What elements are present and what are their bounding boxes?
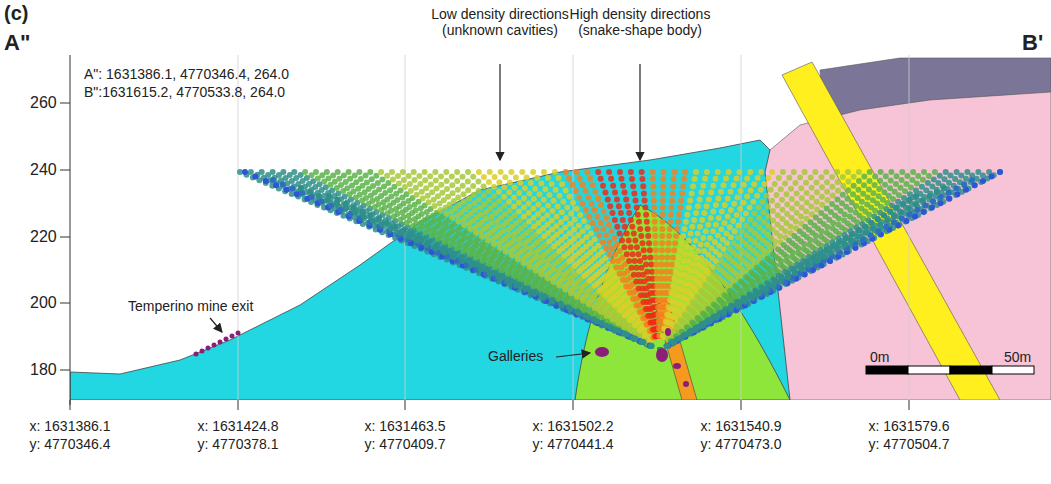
x-coordinate: x: 1631386.1 <box>30 418 111 434</box>
coordinate-note: B":1631615.2, 4770533.8, 264.0 <box>84 84 285 100</box>
axis-value: 240 <box>30 161 57 179</box>
rock-unit <box>70 140 790 400</box>
y-coordinate: y: 4770441.4 <box>533 436 614 452</box>
x-coordinate: x: 1631579.6 <box>869 418 950 434</box>
axis-value: 220 <box>30 228 57 246</box>
y-coordinate: y: 4770409.7 <box>365 436 446 452</box>
x-coordinate: x: 1631424.8 <box>198 418 279 434</box>
axis-value: 200 <box>30 294 57 312</box>
x-coordinate: x: 1631540.9 <box>701 418 782 434</box>
leader-arrow <box>210 64 640 357</box>
callout-label: High density directions (snake-shape bod… <box>555 6 725 38</box>
scale-value: 50m <box>1004 349 1031 365</box>
scale-bar <box>866 366 1034 374</box>
x-coordinate: x: 1631463.5 <box>365 418 446 434</box>
section-end: B' <box>1022 30 1043 55</box>
callout-label: Galleries <box>488 348 543 364</box>
dyke <box>782 62 1000 400</box>
y-coordinate: y: 4770346.4 <box>30 436 111 452</box>
x-coordinate: x: 1631502.2 <box>533 418 614 434</box>
callout-label: Low density directions (unknown cavities… <box>425 6 575 38</box>
y-coordinate: y: 4770504.7 <box>869 436 950 452</box>
gallery <box>595 328 689 387</box>
callout-label: Temperino mine exit <box>128 298 253 314</box>
ore-body <box>655 300 697 400</box>
axis <box>60 55 909 410</box>
scale-value: 0m <box>870 349 889 365</box>
y-coordinate: y: 4770378.1 <box>198 436 279 452</box>
muon-fan <box>237 169 1003 353</box>
axis-value: 180 <box>30 361 57 379</box>
axis-value: 260 <box>30 94 57 112</box>
skarn-body <box>575 205 790 400</box>
mine-exit <box>194 331 241 357</box>
coordinate-note: A": 1631386.1, 4770346.4, 264.0 <box>84 66 289 82</box>
panel-tag: (c) <box>4 2 28 25</box>
y-coordinate: y: 4770473.0 <box>701 436 782 452</box>
section-end: A" <box>4 30 30 55</box>
